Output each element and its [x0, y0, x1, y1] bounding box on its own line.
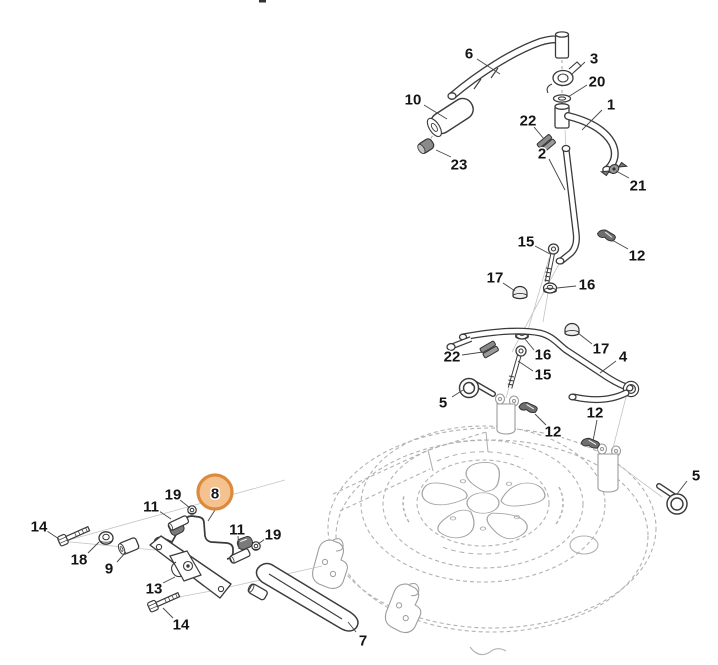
- part-spacer-9: [117, 537, 140, 555]
- part-label-5[interactable]: 5: [690, 466, 701, 486]
- part-label-11[interactable]: 11: [142, 497, 161, 517]
- part-label-9[interactable]: 9: [103, 559, 114, 579]
- part-washer-20: [552, 94, 572, 103]
- part-spring-hook-5-left: [458, 377, 496, 399]
- part-label-11[interactable]: 11: [228, 520, 247, 540]
- part-label-21[interactable]: 21: [628, 176, 648, 196]
- deck-lift-tower-left: [494, 393, 520, 435]
- part-label-2[interactable]: 2: [536, 144, 547, 164]
- part-label-3[interactable]: 3: [588, 49, 599, 69]
- part-label-18[interactable]: 18: [69, 550, 89, 570]
- part-label-15[interactable]: 15: [516, 232, 536, 252]
- part-cap-23: [417, 138, 435, 155]
- deck-bracket-left: [312, 538, 348, 589]
- part-label-16[interactable]: 16: [533, 345, 553, 365]
- part-label-12[interactable]: 12: [585, 403, 605, 423]
- part-nut-16-upper: [542, 282, 558, 294]
- part-primer-cap-3: [546, 61, 582, 94]
- part-label-10[interactable]: 10: [403, 90, 423, 110]
- part-label-12[interactable]: 12: [627, 246, 647, 266]
- part-clip-12-upper: [596, 227, 618, 243]
- part-clamp-22-lower: [479, 340, 500, 359]
- part-capnut-17-left: [512, 285, 528, 300]
- part-label-14[interactable]: 14: [171, 615, 191, 635]
- part-pin-11-right: [227, 547, 252, 565]
- part-bolt-15-lower: [507, 345, 527, 389]
- part-label-19[interactable]: 19: [263, 525, 283, 545]
- part-clip-12-left: [517, 400, 539, 414]
- part-label-14[interactable]: 14: [29, 517, 49, 537]
- part-label-17[interactable]: 17: [591, 339, 611, 359]
- part-handle-lower-left-2: [555, 144, 580, 265]
- part-capnut-17-right: [564, 322, 580, 337]
- part-label-20[interactable]: 20: [587, 72, 607, 92]
- part-label-5[interactable]: 5: [437, 393, 448, 413]
- deck-bracket-front: [383, 580, 425, 635]
- part-lift-bracket-4: [446, 327, 640, 404]
- part-label-8-selected[interactable]: 8: [209, 484, 220, 504]
- part-locknut-18: [98, 531, 114, 545]
- part-spring-hook-5-right: [656, 483, 688, 515]
- part-label-7[interactable]: 7: [357, 631, 368, 651]
- part-label-4[interactable]: 4: [617, 347, 629, 367]
- part-clip-12-right: [580, 436, 601, 450]
- part-grip-10: [426, 97, 474, 138]
- part-upper-handlebar-6: [447, 31, 570, 100]
- part-label-22[interactable]: 22: [442, 347, 462, 367]
- part-label-17[interactable]: 17: [485, 268, 505, 288]
- deck-lift-tower-right: [596, 443, 622, 493]
- cropped-mark: [259, 0, 266, 3]
- highlight-circle-part-8: [196, 473, 234, 511]
- mower-deck: [57, 0, 663, 656]
- part-label-6[interactable]: 6: [463, 44, 474, 64]
- part-bail-bar-7: [247, 562, 359, 632]
- leader-lines: [46, 58, 688, 633]
- part-label-15[interactable]: 15: [533, 365, 553, 385]
- part-label-13[interactable]: 13: [144, 579, 164, 599]
- part-latch-plate-13: [149, 535, 232, 599]
- part-bolt-15-upper: [544, 243, 560, 283]
- part-label-19[interactable]: 19: [163, 485, 183, 505]
- part-label-22[interactable]: 22: [518, 111, 538, 131]
- part-label-16[interactable]: 16: [577, 275, 597, 295]
- part-label-1[interactable]: 1: [605, 95, 616, 115]
- part-handle-lower-right-1: [554, 103, 619, 174]
- part-label-23[interactable]: 23: [449, 155, 469, 175]
- deck-fan: [402, 451, 564, 555]
- parts-layer: [56, 31, 688, 632]
- part-label-12[interactable]: 12: [543, 422, 563, 442]
